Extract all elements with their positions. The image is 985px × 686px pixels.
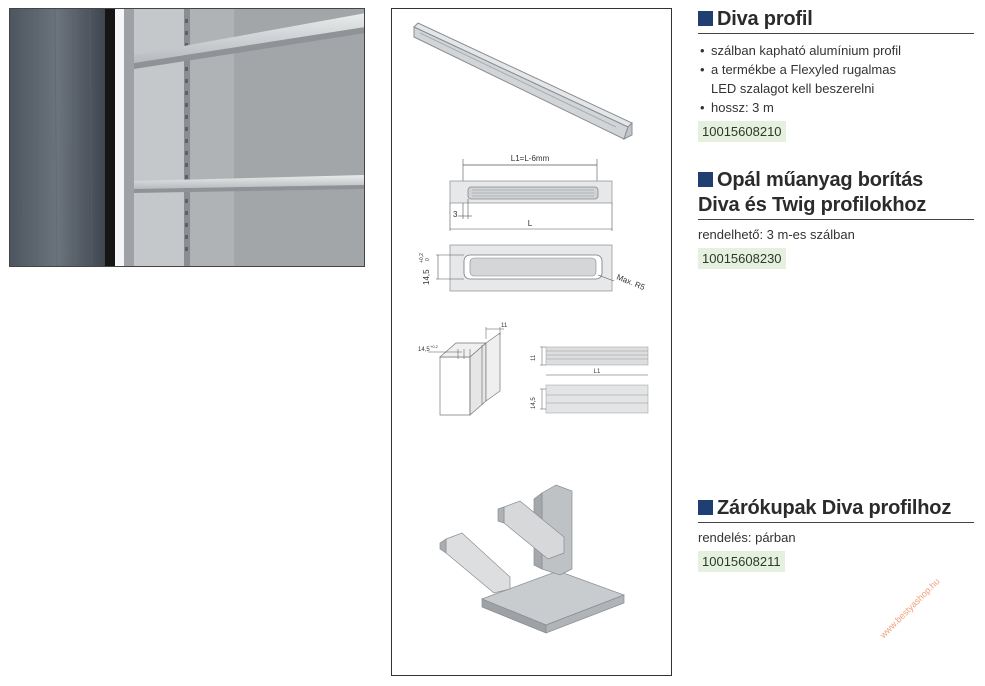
top-view-drawing: L1=L-6mm 3 L	[449, 154, 613, 231]
end-cap-isometric-drawing	[439, 484, 625, 634]
list-item-text: a termékbe a Flexyled rugalmas	[711, 62, 896, 77]
section-title-text: Diva profil	[717, 8, 813, 30]
list-item: a termékbe a Flexyled rugalmas LED szala…	[698, 60, 974, 98]
dim-max-r-label: Max. R5	[615, 273, 646, 293]
blue-square-icon	[698, 172, 713, 187]
side-l1-label: L1	[594, 369, 601, 375]
side-height-label: 11	[531, 354, 537, 361]
dim-height-tol-bottom: 0	[425, 258, 431, 261]
iso-depth-label: 11	[501, 323, 508, 329]
dim-height-label: 14,5	[422, 269, 431, 285]
dim-three-label: 3	[453, 210, 458, 219]
section-title-text: Zárókupak Diva profilhoz	[717, 497, 952, 519]
order-info: rendelés: párban	[698, 530, 796, 545]
dim-height-tol-top: +0,2	[419, 253, 425, 263]
iso-width-tol: +0,2	[430, 344, 439, 349]
blue-square-icon	[698, 500, 713, 515]
section-title-line1: Opál műanyag borítás	[717, 169, 924, 191]
section-opal-cover: Opál műanyag borítás Diva és Twig profil…	[698, 168, 974, 269]
cross-section-isometric-drawing	[428, 327, 504, 416]
iso-width-label: 14,5	[418, 347, 430, 353]
dim-l1-label: L1=L-6mm	[511, 154, 550, 163]
list-item-text: hossz: 3 m	[711, 100, 774, 115]
technical-drawings: L1=L-6mm 3 L 14,5 +0,	[413, 22, 649, 634]
section-title: Zárókupak Diva profilhoz	[698, 496, 974, 523]
section-title: Opál műanyag borítás Diva és Twig profil…	[698, 168, 974, 220]
product-code: 10015608211	[698, 551, 785, 572]
section-end-cap: Zárókupak Diva profilhoz rendelés: párba…	[698, 496, 974, 572]
profile-isometric-drawing	[413, 22, 633, 140]
side-height2-label: 14,5	[531, 397, 537, 409]
product-code: 10015608210	[698, 121, 786, 142]
shelf-photo-illustration	[10, 9, 364, 266]
product-photo	[9, 8, 365, 267]
technical-drawings-panel: L1=L-6mm 3 L 14,5 +0,	[391, 8, 672, 676]
product-code: 10015608230	[698, 248, 786, 269]
order-info: rendelhető: 3 m-es szálban	[698, 227, 855, 242]
cutout-view-drawing: 14,5 +0,2 0 Max. R5	[419, 244, 647, 293]
list-item: hossz: 3 m	[698, 98, 974, 117]
feature-list: szálban kapható alumínium profil a termé…	[698, 41, 974, 117]
list-item-text: szálban kapható alumínium profil	[711, 43, 902, 58]
section-title: Diva profil	[698, 7, 974, 34]
list-item: szálban kapható alumínium profil	[698, 41, 974, 60]
blue-square-icon	[698, 11, 713, 26]
section-title-line2: Diva és Twig profilokhoz	[698, 194, 927, 216]
watermark: www.bestyashop.hu	[877, 576, 942, 640]
section-diva-profil: Diva profil szálban kapható alumínium pr…	[698, 7, 974, 142]
dim-l-label: L	[528, 219, 533, 228]
side-view-drawing	[540, 346, 649, 414]
list-item-text: LED szalagot kell beszerelni	[711, 81, 875, 96]
